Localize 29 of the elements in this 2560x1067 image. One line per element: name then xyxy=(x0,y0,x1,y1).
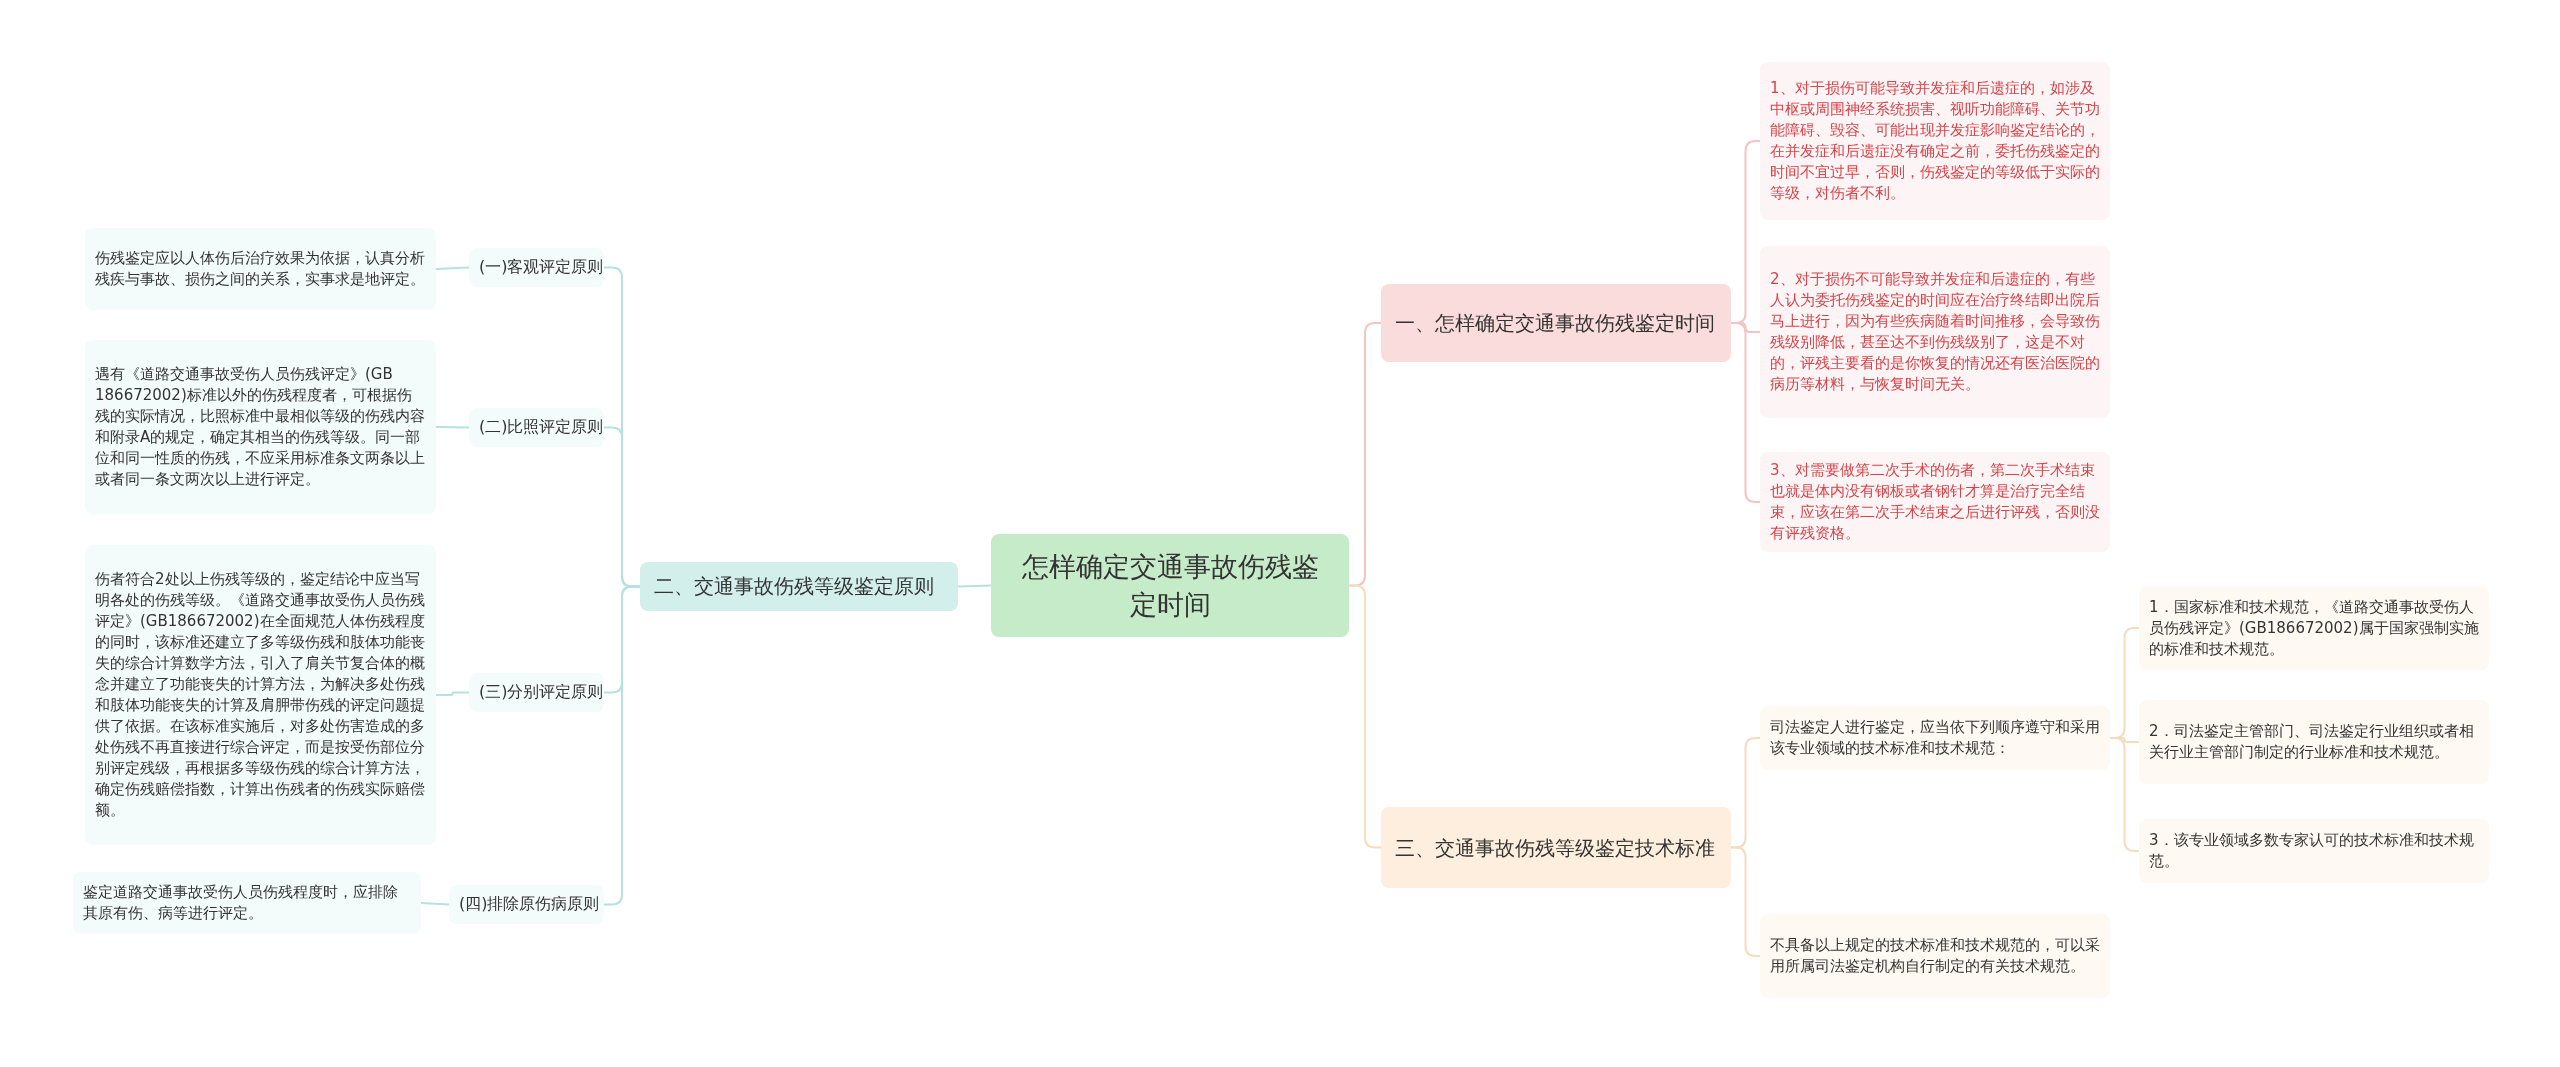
connector-line xyxy=(420,902,450,906)
connector-line xyxy=(2109,737,2140,852)
connector-line xyxy=(435,426,470,429)
connector-line xyxy=(1730,322,1761,503)
connector-line xyxy=(435,266,470,270)
connector-line xyxy=(435,691,470,696)
detail-text-box: 不具备以上规定的技术标准和技术规范的，可以采用所属司法鉴定机构自行制定的有关技术规范。 xyxy=(1760,914,2110,998)
branch-topic-box: 三、交通事故伤残等级鉴定技术标准 xyxy=(1381,807,1731,888)
connector-line xyxy=(1730,846,1761,957)
detail-text-box: 3、对需要做第二次手术的伤者，第二次手术结束也就是体内没有钢板或者钢针才算是治疗完全结束，应该在第二次手术结束之后进行评残，否则没有评残资格。 xyxy=(1760,452,2110,552)
connector-line xyxy=(603,585,641,906)
detail-text-box: 遇有《道路交通事故受伤人员伤残评定》(GB 186672002)标准以外的伤残程度者，可根据伤残的实际情况，比照标准中最相似等级的伤残内容和附录A的规定，确定其相当的伤残等级。同一部位和同一性质的伤残，不应采用标准条文两条以上或者同一条文两次以上进行评定。 xyxy=(85,340,436,514)
detail-text-box: 司法鉴定人进行鉴定，应当依下列顺序遵守和采用该专业领域的技术标准和技术规范： xyxy=(1760,706,2110,770)
detail-text-box: 伤残鉴定应以人体伤后治疗效果为依据，认真分析残疾与事故、损伤之间的关系，实事求是地评定。 xyxy=(85,228,436,310)
subtopic-box: (四)排除原伤病原则 xyxy=(449,885,604,924)
subtopic-box: (三)分别评定原则 xyxy=(469,673,604,712)
subtopic-box: (一)客观评定原则 xyxy=(469,248,604,287)
central-topic-box: 怎样确定交通事故伤残鉴定时间 xyxy=(991,534,1349,637)
subtopic-box: (二)比照评定原则 xyxy=(469,408,604,447)
branch-topic-box: 一、怎样确定交通事故伤残鉴定时间 xyxy=(1381,284,1731,362)
detail-text-box: 1．国家标准和技术规范，《道路交通事故受伤人员伤残评定》(GB186672002)属于国家强制实施的标准和技术规范。 xyxy=(2139,586,2489,670)
detail-text-box: 伤者符合2处以上伤残等级的，鉴定结论中应当写明各处的伤残等级。《道路交通事故受伤人员伤残评定》(GB186672002)在全面规范人体伤残程度的同时，该标准还建立了多等级伤残和肢体功能丧失的综合计算数学方法，引入了肩关节复合体的概念并建立了功能丧失的计算方法，为解决多处伤残和肢体功能丧失的计算及肩胛带伤残的评定问题提供了依据。在该标准实施后，对多处伤害造成的多处伤残不再直接进行综合评定，而是按受伤部位分别评定残级，再根据多等级伤残的综合计算方法，确定伤残赔偿指数，计算出伤残者的伤残实际赔偿额。 xyxy=(85,545,436,845)
connector-line xyxy=(957,584,992,588)
detail-text-box: 1、对于损伤可能导致并发症和后遗症的，如涉及中枢或周围神经系统损害、视听功能障碍、关节功能障碍、毁容、可能出现并发症影响鉴定结论的，在并发症和后遗症没有确定之前，委托伤残鉴定的时间不宜过早，否则，伤残鉴定的等级低于实际的等级，对伤者不利。 xyxy=(1760,62,2110,220)
branch-topic-box: 二、交通事故伤残等级鉴定原则 xyxy=(640,562,958,611)
detail-text-box: 3．该专业领域多数专家认可的技术标准和技术规范。 xyxy=(2139,819,2489,883)
detail-text-box: 2、对于损伤不可能导致并发症和后遗症的，有些人认为委托伤残鉴定的时间应在治疗终结即出院后马上进行，因为有些疾病随着时间推移，会导致伤残级别降低，甚至达不到伤残级别了，这是不对的，评残主要看的是你恢复的情况还有医治医院的病历等材料，与恢复时间无关。 xyxy=(1760,246,2110,418)
detail-text-box: 鉴定道路交通事故受伤人员伤残程度时，应排除其原有伤、病等进行评定。 xyxy=(73,872,421,934)
detail-text-box: 2．司法鉴定主管部门、司法鉴定行业组织或者相关行业主管部门制定的行业标准和技术规范。 xyxy=(2139,700,2489,784)
